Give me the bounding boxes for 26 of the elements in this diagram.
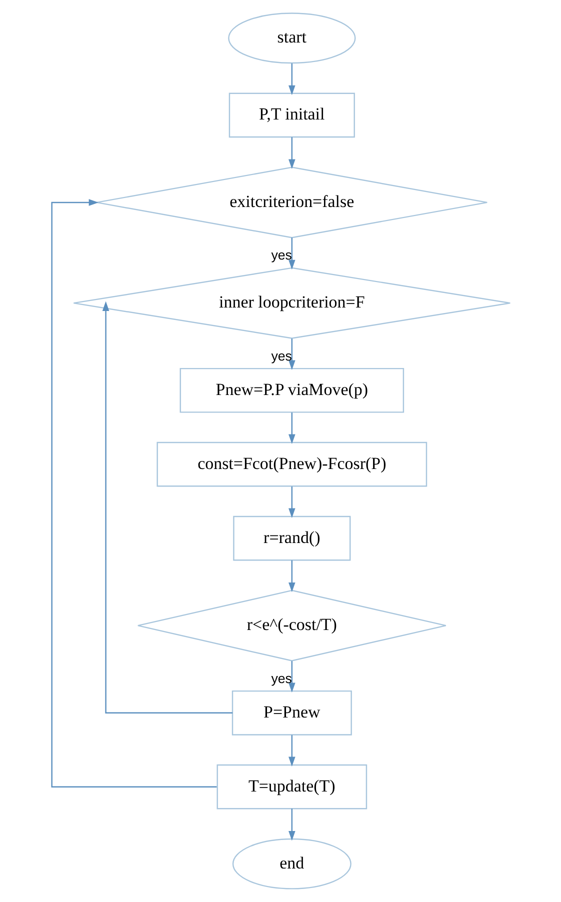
edge-label: yes xyxy=(270,670,292,686)
arrow xyxy=(50,199,216,788)
node-box: r=rand() xyxy=(232,516,350,561)
node-diamond: exitcriterion=false xyxy=(96,166,488,238)
arrow xyxy=(288,661,295,693)
arrow xyxy=(288,486,295,518)
arrow xyxy=(288,137,295,170)
arrow xyxy=(288,63,295,96)
node-ellipse: start xyxy=(228,12,356,64)
node-diamond: r<e^(-cost/T) xyxy=(136,590,446,662)
edge-label: yes xyxy=(270,248,292,263)
arrow xyxy=(288,338,295,370)
arrow xyxy=(288,560,295,592)
node-box: T=update(T) xyxy=(216,764,367,810)
node-box: const=Fcot(Pnew)-Fcosr(P) xyxy=(156,442,427,487)
node-box: P,T initail xyxy=(228,92,354,138)
arrow xyxy=(288,735,295,766)
arrow xyxy=(102,301,232,714)
arrow xyxy=(288,808,295,841)
edge-label: yes xyxy=(270,348,292,364)
node-diamond: inner loopcriterion=F xyxy=(72,267,510,339)
arrow xyxy=(288,238,295,270)
node-box: P=Pnew xyxy=(231,690,352,736)
node-ellipse: end xyxy=(232,838,351,890)
node-box: Pnew=P.P viaMove(p) xyxy=(179,368,404,413)
arrow xyxy=(288,412,295,444)
